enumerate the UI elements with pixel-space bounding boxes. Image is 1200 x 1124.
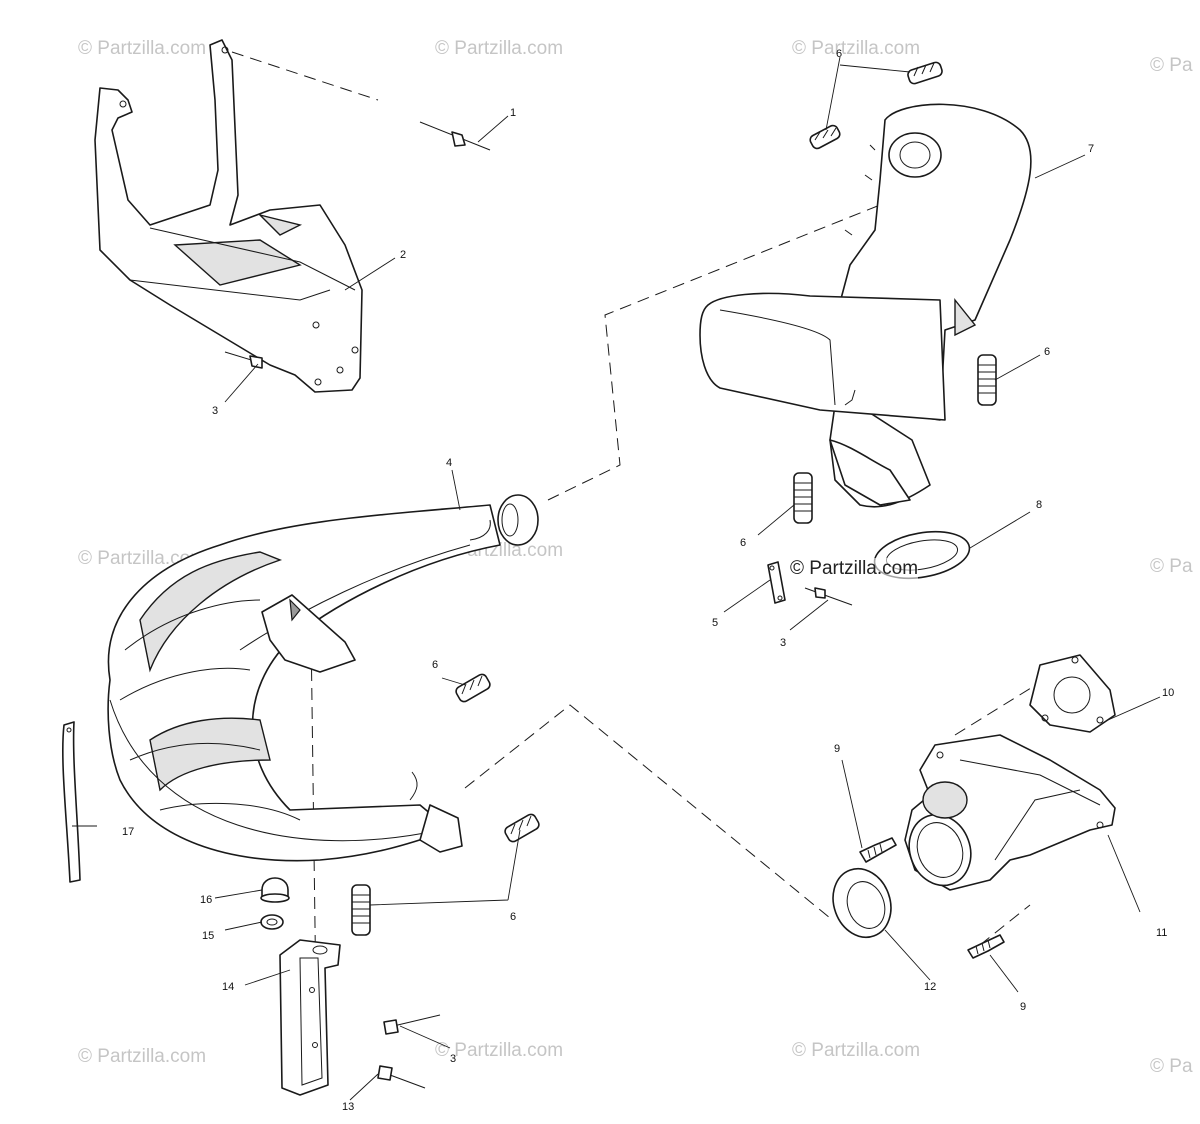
heat-shield-bracket [94,39,363,393]
screw-3-upper [224,351,263,369]
callout-3-mid: 3 [780,637,786,649]
callout-15: 15 [202,930,214,942]
callout-9-lower: 9 [1020,1001,1026,1013]
watermark-top-edge: © Pa [1150,55,1193,76]
watermark-center-overlay: © Partzilla.com [790,558,919,580]
callout-6-lower: 6 [510,911,516,923]
callout-11: 11 [1156,927,1167,939]
exhaust-manifold [904,734,1116,891]
spring-6-center [793,472,813,524]
expansion-chamber [107,494,539,862]
watermark-top-left: © Partzilla.com [78,38,207,59]
watermark-bottom-center: © Partzilla.com [435,1040,564,1061]
callout-16: 16 [200,894,212,906]
spring-6-top-left [809,124,841,150]
grommet [260,877,290,903]
muffler [699,103,1032,508]
screw-3-lower [383,1014,441,1035]
callout-3-upper: 3 [212,405,218,417]
callout-6-right: 6 [1044,346,1050,358]
bolt-9-upper [859,837,897,863]
callout-2: 2 [400,249,406,261]
bolt-9-lower [967,934,1005,959]
callout-5: 5 [712,617,718,629]
screw-1 [419,121,491,151]
callout-12: 12 [924,981,936,993]
watermark-bottom-left: © Partzilla.com [78,1046,207,1067]
leader-lines [72,56,1161,1101]
callout-7: 7 [1088,143,1094,155]
mount-bracket [279,939,341,1096]
spring-6-top-right [907,61,943,85]
callout-6-center: 6 [740,537,746,549]
spring-6-mid-a [455,673,491,703]
callout-1: 1 [510,107,516,119]
callout-6-top: 6 [836,48,842,60]
watermark-bottom-edge: © Pa [1150,1056,1193,1077]
seal-ring [832,867,892,939]
callout-numbers: 1 2 3 4 6 7 6 8 6 5 3 6 10 9 17 16 6 11 … [122,48,1174,1113]
washer [260,914,284,930]
strap [62,721,81,883]
watermark-top-right: © Partzilla.com [792,38,921,59]
callout-8: 8 [1036,499,1042,511]
screw-13 [377,1065,426,1089]
callout-13: 13 [342,1101,354,1113]
flange-gasket [1029,654,1116,733]
spring-6-right [977,354,997,406]
callout-17: 17 [122,826,134,838]
spring-6-mid-b [504,813,540,843]
callout-4: 4 [446,457,452,469]
watermark-bottom-right: © Partzilla.com [792,1040,921,1061]
spring-6-lower [351,884,371,936]
callout-14: 14 [222,981,234,993]
watermark-mid-edge: © Pa [1150,556,1193,577]
watermark-top-center: © Partzilla.com [435,38,564,59]
spring-strap-5 [767,561,786,604]
callout-10: 10 [1162,687,1174,699]
screw-3-mid [804,587,853,606]
callout-9-upper: 9 [834,743,840,755]
callout-3-lower: 3 [450,1053,456,1065]
callout-6-mid: 6 [432,659,438,671]
